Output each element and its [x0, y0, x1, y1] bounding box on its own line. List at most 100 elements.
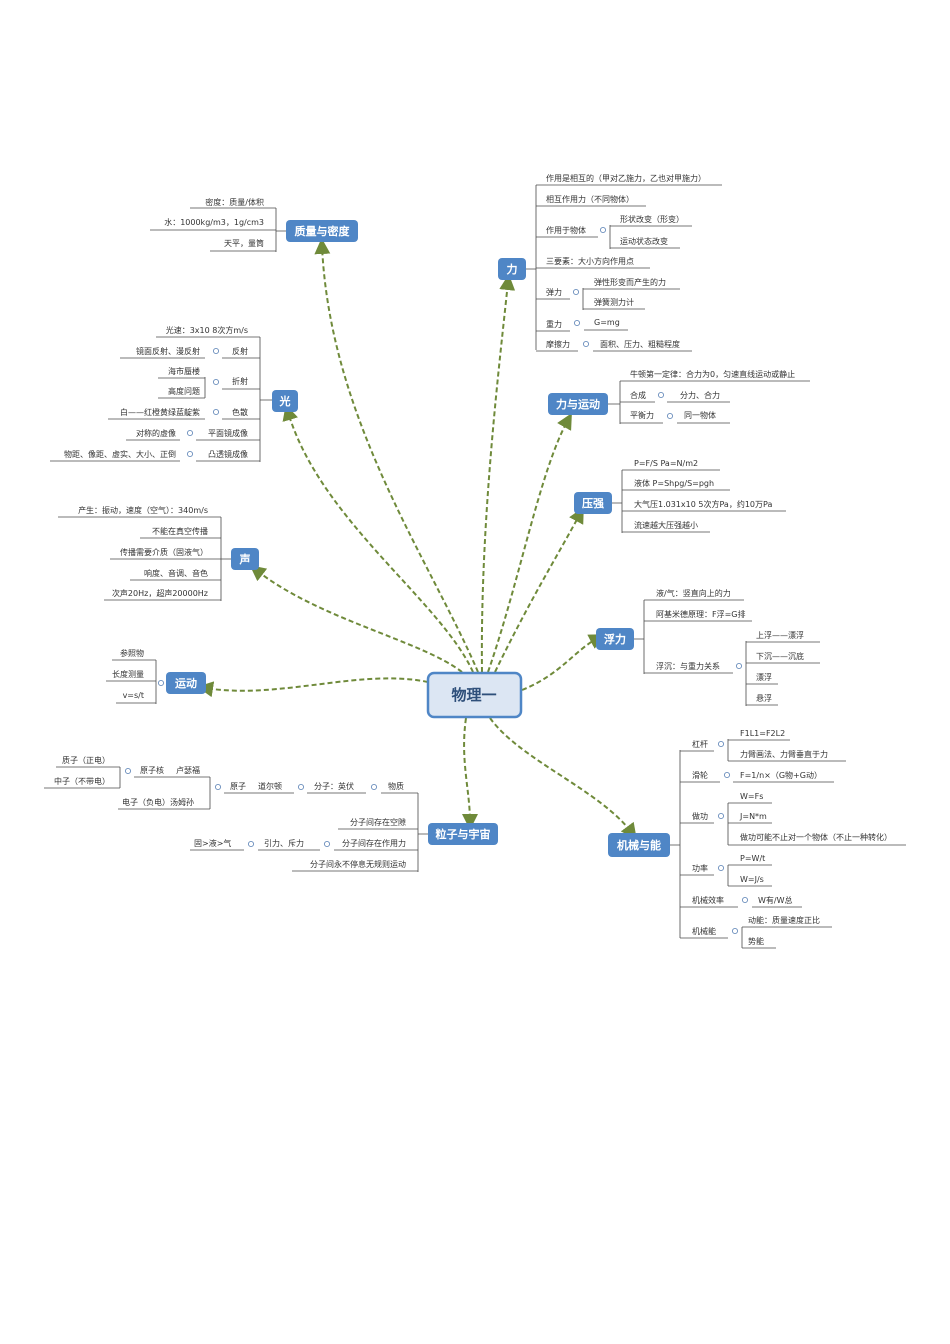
- particles-item-13: 分子间永不停息无规则运动: [310, 859, 406, 869]
- particles-item-11: 引力、斥力: [264, 838, 304, 848]
- energy-item-5: 做功: [692, 811, 708, 821]
- sound-item-3: 响度、音调、音色: [144, 568, 208, 578]
- curve-to-sound: [249, 565, 463, 673]
- particles-item-4: 电子（负电）汤姆孙: [122, 797, 194, 807]
- energy-item-1: F1L1=F2L2: [740, 729, 785, 738]
- root-title: 物理一: [451, 686, 496, 704]
- particles-item-7: 分子：英伏: [314, 781, 354, 791]
- branch-buoyancy[interactable]: 浮力 液/气：竖直向上的力 阿基米德原理：F浮=G排 浮沉：与重力关系 上浮——…: [596, 588, 820, 706]
- force-item-4: 运动状态改变: [620, 236, 668, 246]
- branch-force[interactable]: 力 作用是相互的（甲对乙施力，乙也对甲施力） 相互作用力（不同物体） 作用于物体…: [498, 173, 722, 352]
- buoyancy-item-3: 上浮——漂浮: [756, 630, 804, 640]
- node-sound: [231, 548, 259, 570]
- node-pressure-label: 压强: [582, 496, 604, 510]
- branch-light[interactable]: 光 光速：3x10 8次方m/s 镜面反射、漫反射 反射 海市蜃楼 高度问题 折…: [50, 325, 298, 462]
- sound-item-0: 产生：振动，速度（空气）：340m/s: [78, 505, 208, 515]
- node-density: [286, 220, 358, 242]
- light-item-0: 光速：3x10 8次方m/s: [166, 325, 248, 335]
- kinematics-item-0: 参照物: [120, 648, 144, 658]
- force-item-11: 摩擦力: [546, 339, 570, 349]
- energy-item-10: P=W/t: [740, 854, 765, 863]
- particles-item-8: 物质: [388, 781, 404, 791]
- node-kinematics: [166, 672, 206, 694]
- force-item-6: 弹力: [546, 287, 562, 297]
- energy-item-11: W=J/s: [740, 875, 764, 884]
- node-buoyancy-label: 浮力: [604, 632, 626, 646]
- particles-item-3: 卢瑟福: [176, 765, 200, 775]
- curve-to-buoyancy: [521, 634, 606, 691]
- buoyancy-item-0: 液/气：竖直向上的力: [656, 588, 731, 598]
- energy-item-14: 机械能: [692, 926, 716, 936]
- energy-item-13: W有/W总: [758, 895, 793, 905]
- node-motion-force: [548, 393, 608, 415]
- motion-force-item-0: 牛顿第一定律：合力为0，匀速直线运动或静止: [630, 369, 795, 379]
- light-item-8: 对称的虚像: [136, 428, 176, 438]
- node-particles: [428, 823, 498, 845]
- branch-motion-force[interactable]: 力与运动 牛顿第一定律：合力为0，匀速直线运动或静止 合成 分力、合力 平衡力 …: [548, 369, 810, 424]
- energy-item-9: 功率: [692, 863, 708, 873]
- buoyancy-item-5: 漂浮: [756, 672, 772, 682]
- branch-density[interactable]: 质量与密度 密度：质量/体积 水：1000kg/m3，1g/cm3 天平，量筒: [150, 197, 358, 252]
- root-node[interactable]: 物理一: [426, 671, 523, 719]
- buoyancy-item-6: 悬浮: [756, 693, 772, 703]
- motion-force-item-2: 分力、合力: [680, 390, 720, 400]
- node-buoyancy: [596, 628, 634, 650]
- particles-item-6: 道尔顿: [258, 781, 282, 791]
- node-force-label: 力: [507, 262, 518, 276]
- density-item-1: 水：1000kg/m3，1g/cm3: [164, 217, 264, 227]
- branch-energy[interactable]: 机械与能 杠杆 F1L1=F2L2 力臂画法、力臂垂直于力 滑轮 F=1/n×（…: [608, 729, 906, 949]
- node-sound-label: 声: [239, 552, 251, 566]
- motion-force-item-3: 平衡力: [630, 410, 654, 420]
- pressure-item-3: 流速越大压强越小: [634, 520, 698, 530]
- node-light: [272, 390, 298, 412]
- particles-item-10: 固>液>气: [194, 838, 231, 848]
- force-item-8: 弹簧测力计: [594, 297, 634, 307]
- node-light-label: 光: [279, 394, 291, 408]
- energy-item-3: 滑轮: [692, 770, 708, 780]
- branch-kinematics[interactable]: 运动 参照物 长度测量 v=s/t: [106, 648, 206, 704]
- kinematics-item-1: 长度测量: [112, 669, 144, 679]
- particles-item-12: 分子间存在作用力: [342, 838, 406, 848]
- particles-item-5: 原子: [230, 782, 246, 791]
- light-item-3: 海市蜃楼: [168, 366, 200, 376]
- energy-item-4: F=1/n×（G物+G动）: [740, 770, 822, 780]
- energy-item-7: J=N*m: [739, 812, 767, 821]
- sound-item-2: 传播需要介质（固液气）: [120, 547, 208, 557]
- light-item-4: 高度问题: [168, 386, 200, 396]
- branch-sound[interactable]: 声 产生：振动，速度（空气）：340m/s 不能在真空传播 传播需要介质（固液气…: [58, 505, 259, 601]
- node-energy-label: 机械与能: [617, 838, 661, 852]
- force-item-3: 形状改变（形变）: [620, 214, 684, 224]
- curve-to-motion-force: [487, 413, 572, 673]
- connector-curves: [197, 238, 637, 840]
- energy-item-16: 势能: [748, 936, 764, 946]
- light-item-5: 折射: [232, 376, 248, 386]
- pressure-item-2: 大气压1.031x10 5次方Pa，约10万Pa: [634, 499, 772, 509]
- light-item-11: 凸透镜成像: [208, 449, 248, 459]
- light-item-10: 物距、像距、虚实、大小、正倒: [64, 449, 176, 459]
- force-item-10: G=mg: [594, 318, 620, 327]
- light-item-9: 平面镜成像: [208, 428, 248, 438]
- force-item-5: 三要素：大小方向作用点: [546, 256, 634, 266]
- light-item-6: 白——红橙黄绿蓝靛紫: [120, 407, 200, 417]
- curve-to-density: [314, 238, 479, 673]
- energy-item-8: 做功可能不止对一个物体（不止一种转化）: [740, 832, 892, 842]
- particles-item-9: 分子间存在空隙: [350, 817, 406, 827]
- motion-force-item-4: 同一物体: [684, 410, 716, 420]
- light-item-1: 镜面反射、漫反射: [136, 346, 200, 356]
- curve-to-energy: [489, 717, 637, 840]
- pressure-item-1: 液体 P=Shpg/S=pgh: [634, 478, 714, 488]
- force-item-12: 面积、压力、粗糙程度: [600, 339, 680, 349]
- force-item-1: 相互作用力（不同物体）: [546, 194, 634, 204]
- node-energy: [608, 833, 670, 857]
- density-item-2: 天平，量筒: [224, 238, 264, 248]
- energy-item-2: 力臂画法、力臂垂直于力: [740, 749, 828, 759]
- force-item-2: 作用于物体: [546, 225, 586, 235]
- sound-item-4: 次声20Hz，超声20000Hz: [112, 588, 208, 598]
- branch-pressure[interactable]: 压强 P=F/S Pa=N/m2 液体 P=Shpg/S=pgh 大气压1.03…: [574, 459, 786, 533]
- particles-item-2: 原子核: [140, 765, 164, 775]
- branch-particles[interactable]: 粒子与宇宙 质子（正电） 中子（不带电） 原子核 卢瑟福 电子（负电）汤姆孙 原…: [44, 755, 498, 872]
- pressure-item-0: P=F/S Pa=N/m2: [634, 459, 698, 468]
- curve-to-force: [480, 274, 516, 673]
- buoyancy-item-2: 浮沉：与重力关系: [656, 661, 720, 671]
